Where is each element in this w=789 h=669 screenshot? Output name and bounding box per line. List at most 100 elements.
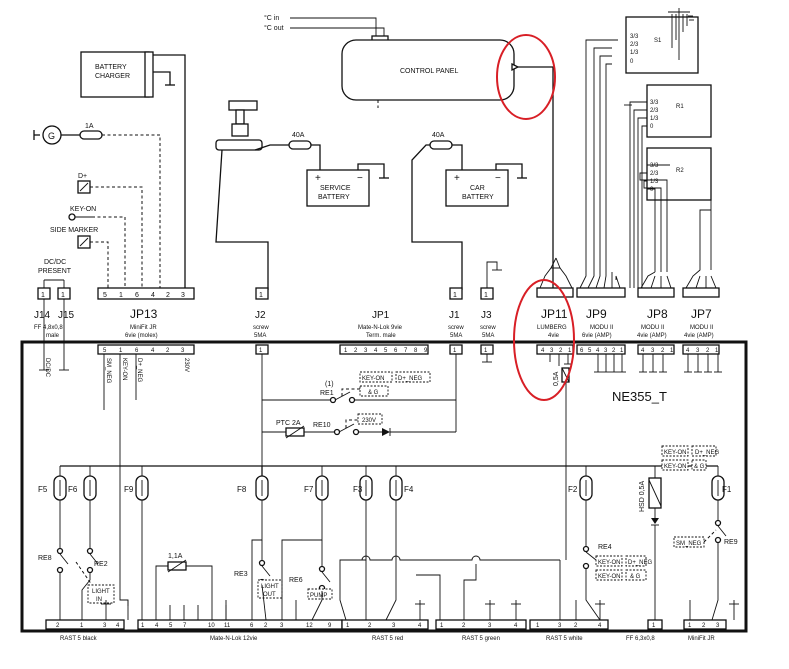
jp13-board-pin-1: 1 [119, 348, 123, 354]
jp9-top-connector [576, 39, 626, 298]
car-battery: 40A + − CAR BATTERY [411, 132, 527, 290]
minifit-pin-2: 2 [702, 623, 706, 629]
jp9-pin-3: 3 [604, 348, 608, 354]
ptc-label: PTC 2A [276, 420, 301, 427]
signal-230v: 230V [183, 358, 189, 372]
jp11-pin-1: 1 [568, 348, 572, 354]
jp13-board-pin-5: 5 [103, 348, 107, 354]
re1-keyon: KEY-ON [362, 376, 384, 382]
rast-green-connector [435, 619, 527, 630]
rast-black-connector [45, 619, 125, 630]
re3-block: RE3 LIGHT OUT [234, 500, 283, 621]
re4-d-neg: D+_NEG [628, 560, 653, 566]
jp13-board-pin-6: 6 [135, 348, 139, 354]
j15-name: J15 [58, 310, 75, 321]
jp9-name: JP9 [586, 307, 607, 321]
light-out-1: LIGHT [261, 584, 279, 590]
jp1-desc: Mate-N-Lok 9vie [358, 325, 403, 331]
rast-green-pin-2: 2 [462, 623, 466, 629]
re8-label: RE8 [38, 555, 52, 562]
fuse-f4: F4 [389, 475, 414, 501]
board-outline [20, 340, 748, 633]
bottom-connectors: 2 1 3 4 RAST 5 black 1 4 5 7 10 11 6 2 3… [45, 619, 727, 642]
j3-pin: 1 [484, 292, 488, 299]
r2-label: R2 [676, 168, 684, 174]
jp1-name: JP1 [372, 310, 390, 321]
pump-box: PUMP [310, 593, 327, 599]
jp1-pin-2: 2 [354, 348, 358, 354]
rast-red-connector [341, 619, 429, 630]
jp7-pin-2: 2 [706, 348, 710, 354]
fuses: F5 F6 F9 F8 F7 F3 F4 F2 [38, 475, 732, 501]
rast-red-pin-3: 3 [392, 623, 396, 629]
fuse-f9-label: F9 [124, 485, 134, 494]
rast-white-pin-3: 3 [558, 623, 562, 629]
rast-black-pin-4: 4 [116, 623, 120, 629]
re4-and: & G [630, 574, 641, 580]
jp9-pin-5: 5 [588, 348, 592, 354]
rast-black-pin-2: 2 [56, 623, 60, 629]
rast-white-pin-1: 1 [536, 623, 540, 629]
minifit-connector [683, 619, 727, 630]
mnl-pin-7: 7 [183, 623, 187, 629]
r2-level-3: 3/3 [650, 163, 659, 169]
jp13-name: JP13 [130, 307, 158, 321]
jp9-pin-4: 4 [596, 348, 600, 354]
mnl-pin-10: 10 [208, 623, 215, 629]
re1-note: (1) [325, 381, 334, 388]
fuse-f7: F7 [304, 475, 329, 501]
light-in-2: IN [96, 597, 102, 603]
hsd-keyon-2: KEY-ON [664, 464, 686, 470]
j3-desc: screw [480, 325, 496, 331]
jp8-desc: MODU II [641, 325, 665, 331]
temperature-sensor: °C in °C out [264, 14, 389, 43]
fuse-f5: F5 [38, 475, 67, 501]
jp8-pin-1: 1 [670, 348, 674, 354]
fuse-40a-label-2: 40A [432, 132, 445, 139]
control-panel: CONTROL PANEL [341, 39, 554, 290]
j3-sub: 5MA [482, 333, 494, 339]
r2-level-2: 2/3 [650, 171, 659, 177]
mnl-pin-11: 11 [224, 623, 231, 629]
rast-red-pin-1: 1 [346, 623, 350, 629]
highlight-circle-control-panel [496, 34, 556, 120]
r1-level-sensor: 3/3 2/3 1/3 0 R1 [624, 84, 712, 288]
jp9-desc: MODU II [590, 325, 614, 331]
rast-wiring [339, 466, 605, 621]
jp8-pin-4: 4 [641, 348, 645, 354]
car-battery-label-2: BATTERY [462, 194, 494, 201]
re6-block: RE6 PUMP [281, 500, 333, 621]
rast-green-pin-3: 3 [488, 623, 492, 629]
jp13-pin-5: 5 [103, 292, 107, 299]
re4-keyon-2: KEY-ON [598, 574, 620, 580]
jp13-pin-4: 4 [151, 292, 155, 299]
bottom-ground-stubs [101, 600, 739, 620]
dcdc-label-2: PRESENT [38, 268, 72, 275]
signal-d-neg: D+_NEG [136, 358, 142, 383]
jp13-board-pin-3: 3 [181, 348, 185, 354]
jp1-pin-5: 5 [384, 348, 388, 354]
ff-connector [647, 619, 663, 630]
jp11-top-connector [536, 257, 574, 298]
mnl-pin-2: 2 [264, 623, 268, 629]
rast-green-label: RAST 5 green [462, 636, 500, 642]
power-buses [59, 465, 719, 476]
jp11-fuse: 0,5A [549, 354, 570, 466]
jp8-top-connector [637, 271, 675, 298]
board-ground-stubs [564, 354, 722, 373]
s1-level-0: 0 [630, 59, 634, 65]
r1-level-2: 2/3 [650, 108, 659, 114]
car-minus: − [495, 173, 501, 184]
single-pin-connectors: 1 1 1 [255, 261, 502, 300]
generator-label: G [48, 131, 55, 141]
jp13-pin-3: 3 [181, 292, 185, 299]
fuse-f6-label: F6 [68, 485, 78, 494]
r1-label: R1 [676, 104, 684, 110]
jp1-pin-7: 7 [404, 348, 408, 354]
jp9-sub: 6vie (AMP) [582, 333, 612, 339]
re1-d-neg: D+_NEG [398, 376, 423, 382]
re4-label: RE4 [598, 544, 612, 551]
re9-sm-neg: SM_NEG [676, 541, 702, 547]
highlight-circle-jp11 [513, 279, 575, 401]
